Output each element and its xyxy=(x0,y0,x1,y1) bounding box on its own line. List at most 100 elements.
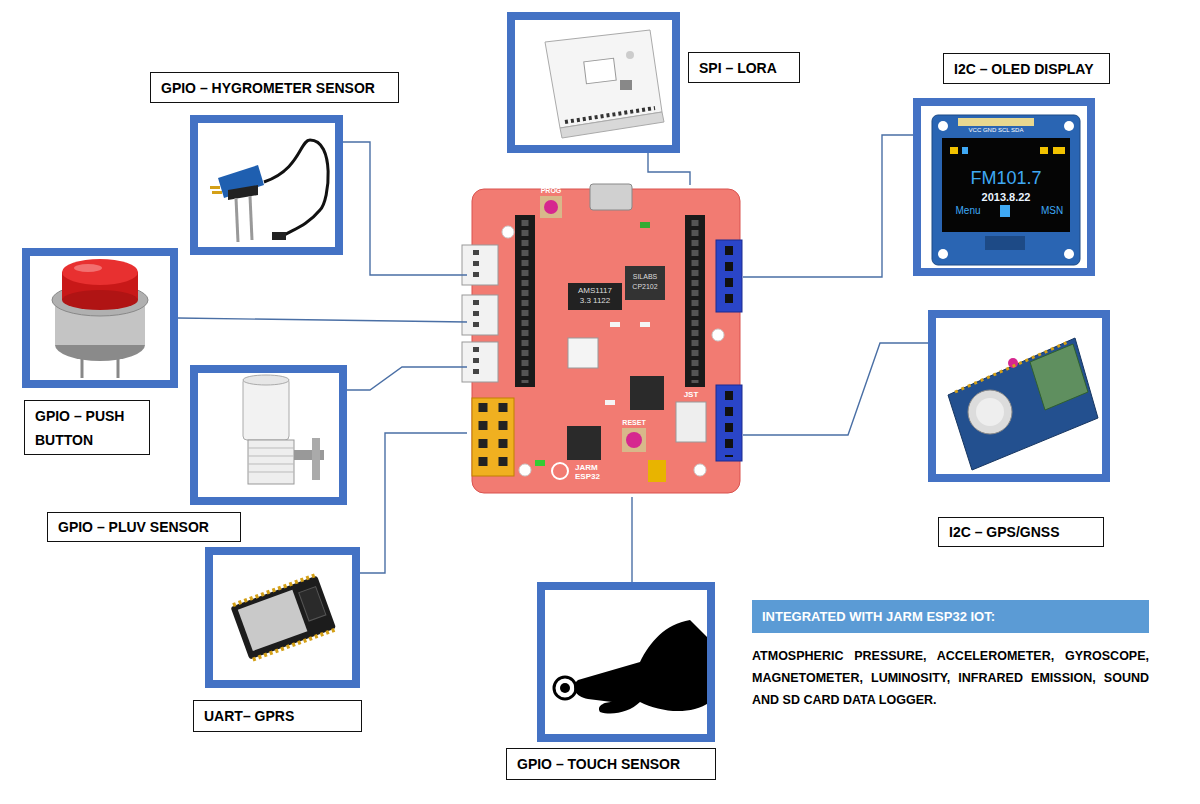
hygrometer-illustration xyxy=(210,186,220,189)
esp32-board xyxy=(716,240,742,312)
interface-label: GPIO – HYGROMETER SENSOR xyxy=(150,72,399,103)
rain-gauge-illustration xyxy=(243,375,324,484)
oled-display-illustration xyxy=(962,147,968,154)
leader-line xyxy=(631,497,632,582)
interface-label: GPIO – TOUCH SENSOR xyxy=(506,748,716,780)
oled-display-illustration xyxy=(958,118,1034,126)
lora-module xyxy=(584,58,616,83)
esp32-board xyxy=(590,184,632,210)
esp32-board xyxy=(712,329,724,341)
esp32-board xyxy=(519,464,531,476)
leader-line xyxy=(343,142,467,275)
gps-module-illustration xyxy=(948,338,1098,470)
lora-module xyxy=(565,108,655,122)
rain-gauge-illustration xyxy=(243,375,289,385)
lora-module xyxy=(620,80,632,90)
esp32-board xyxy=(640,322,650,327)
oled-display-illustration xyxy=(985,236,1025,250)
esp32-board xyxy=(502,226,514,238)
lora-module xyxy=(545,30,662,128)
rain-gauge-illustration xyxy=(248,464,294,465)
rain-gauge-illustration xyxy=(248,456,294,457)
rain-gauge-illustration xyxy=(248,472,294,473)
esp32-board xyxy=(605,400,615,405)
rain-gauge-illustration xyxy=(248,440,294,484)
esp32-board xyxy=(676,402,706,442)
rain-gauge-illustration xyxy=(243,378,289,440)
microcontroller-board: JARM ESP32 xyxy=(467,185,743,497)
gprs-module-illustration xyxy=(233,575,316,605)
esp32-board xyxy=(515,215,535,387)
touch-hand-illustration xyxy=(554,620,710,714)
hygrometer-illustration xyxy=(250,196,252,240)
esp32-board xyxy=(716,385,742,461)
esp32-board xyxy=(626,432,642,448)
leader-line xyxy=(360,433,467,573)
esp32-board xyxy=(567,426,601,460)
push-button-illustration xyxy=(62,259,138,285)
esp32-board xyxy=(462,245,498,285)
esp32-board xyxy=(462,184,742,493)
esp32-board xyxy=(725,246,733,308)
gprs-module-illustration xyxy=(230,575,336,661)
hygrometer-illustration xyxy=(236,198,238,242)
touch-hand-illustration xyxy=(599,702,640,714)
hygrometer-illustration xyxy=(210,140,328,242)
interface-label: UART– GPRS xyxy=(193,700,362,732)
gps-module-illustration xyxy=(948,338,1098,470)
lora-module xyxy=(560,112,664,138)
interface-label: GPIO – PLUV SENSOR xyxy=(47,512,241,542)
oled-display-illustration xyxy=(1053,147,1065,154)
esp32-board xyxy=(552,463,568,479)
esp32-board xyxy=(472,398,514,476)
esp32-board xyxy=(610,322,620,327)
band-heading: INTEGRATED WITH JARM ESP32 IOT: xyxy=(752,600,1149,633)
esp32-board xyxy=(462,342,498,382)
esp32-board xyxy=(648,460,666,482)
module-frame: GPIO – PLUV SENSOR xyxy=(190,365,347,505)
hygrometer-illustration xyxy=(272,232,286,240)
gps-module-illustration xyxy=(968,390,1012,434)
leader-line xyxy=(743,135,913,277)
oled-display-illustration xyxy=(1040,147,1048,154)
lora-module xyxy=(626,51,634,59)
leader-line xyxy=(648,153,690,185)
gprs-module-illustration xyxy=(299,587,326,621)
module-frame: GPIO – TOUCH SENSOR xyxy=(537,582,715,742)
hygrometer-illustration xyxy=(264,140,328,238)
module-frame: GPIO – HYGROMETER SENSOR xyxy=(190,115,343,255)
interface-label: GPIO – PUSH BUTTON xyxy=(24,400,150,455)
rain-gauge-illustration xyxy=(248,448,294,449)
esp32-board xyxy=(479,403,488,472)
esp32-board xyxy=(725,391,733,457)
esp32-board xyxy=(473,250,479,281)
module-frame: SPI – LORA xyxy=(507,12,680,153)
push-button-illustration xyxy=(62,290,138,310)
oled-display-illustration xyxy=(942,138,1070,232)
interface-label: SPI – LORA xyxy=(688,52,800,83)
esp32-board xyxy=(630,376,664,410)
esp32-board xyxy=(499,403,508,472)
esp32-board xyxy=(622,428,646,452)
oled-display-illustration xyxy=(1064,121,1074,131)
esp32-board xyxy=(540,196,562,218)
oled-display-illustration xyxy=(1064,249,1074,259)
interface-label: I2C – GPS/GNSS xyxy=(938,517,1104,547)
lora-module xyxy=(545,30,664,138)
board-silkscreen: JARM ESP32 xyxy=(575,463,607,481)
leader-line xyxy=(743,343,928,435)
oled-display-illustration xyxy=(1000,205,1010,217)
module-frame: GPIO – PUSH BUTTON xyxy=(22,248,178,388)
gprs-module-illustration xyxy=(230,576,336,660)
esp32-board xyxy=(544,200,558,214)
leader-line xyxy=(347,367,467,390)
esp32-board xyxy=(568,338,598,368)
esp32-board xyxy=(522,220,529,383)
esp32-board xyxy=(473,347,479,378)
interface-label: I2C – OLED DISPLAY xyxy=(943,53,1110,84)
oled-display-illustration xyxy=(938,121,948,131)
gprs-module-illustration xyxy=(253,629,336,659)
oled-display-illustration xyxy=(932,115,1080,265)
rain-gauge-illustration xyxy=(312,438,320,480)
